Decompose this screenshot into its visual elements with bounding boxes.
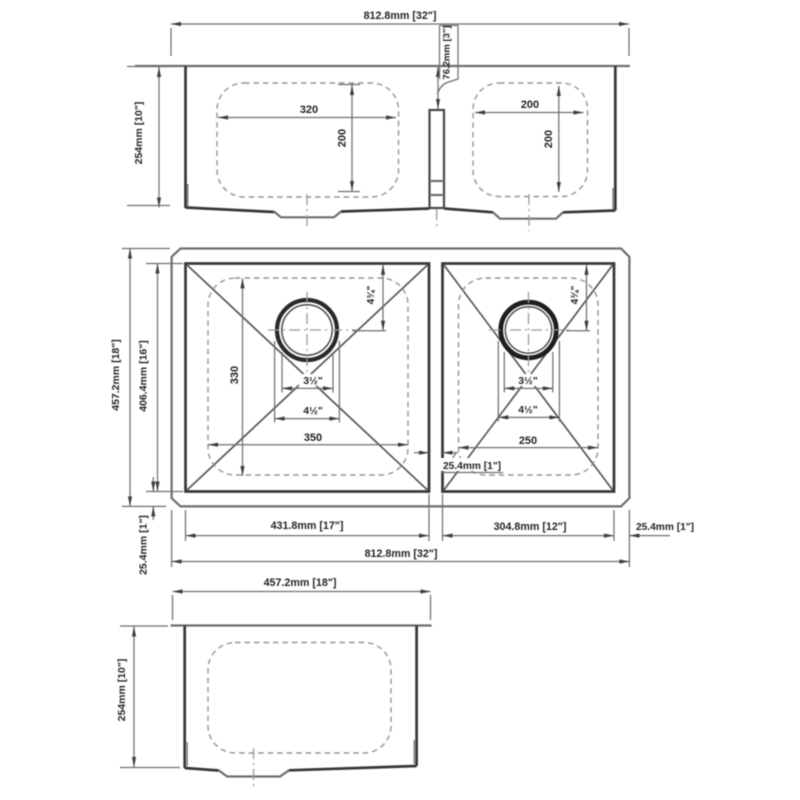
svg-text:457.2mm [18"]: 457.2mm [18"] <box>264 577 337 589</box>
svg-text:200: 200 <box>543 130 555 148</box>
svg-text:4½": 4½" <box>303 405 323 417</box>
svg-text:4¾": 4¾" <box>570 285 581 304</box>
svg-text:4½": 4½" <box>518 404 538 416</box>
svg-text:320: 320 <box>300 104 318 116</box>
svg-text:254mm [10"]: 254mm [10"] <box>116 659 128 722</box>
svg-text:200: 200 <box>521 99 539 111</box>
svg-text:457.2mm [18"]: 457.2mm [18"] <box>110 339 122 411</box>
svg-text:406.4mm [16"]: 406.4mm [16"] <box>138 340 150 412</box>
svg-text:350: 350 <box>304 432 322 444</box>
svg-text:25.4mm [1"]: 25.4mm [1"] <box>636 522 694 533</box>
svg-text:254mm [10"]: 254mm [10"] <box>133 102 145 165</box>
svg-text:250: 250 <box>519 435 537 447</box>
svg-text:3½": 3½" <box>303 375 323 387</box>
svg-text:25.4mm [1"]: 25.4mm [1"] <box>443 461 501 472</box>
svg-text:812.8mm [32"]: 812.8mm [32"] <box>364 10 437 22</box>
svg-text:76.2mm [3"]: 76.2mm [3"] <box>442 25 453 79</box>
svg-text:812.8mm [32"]: 812.8mm [32"] <box>365 548 438 560</box>
svg-text:4¾": 4¾" <box>366 285 377 304</box>
svg-text:304.8mm [12"]: 304.8mm [12"] <box>494 521 567 533</box>
svg-text:431.8mm [17"]: 431.8mm [17"] <box>271 520 344 532</box>
svg-text:25.4mm [1"]: 25.4mm [1"] <box>138 515 150 575</box>
svg-text:200: 200 <box>337 129 349 147</box>
svg-text:330: 330 <box>229 366 241 384</box>
svg-text:3½": 3½" <box>518 375 538 387</box>
